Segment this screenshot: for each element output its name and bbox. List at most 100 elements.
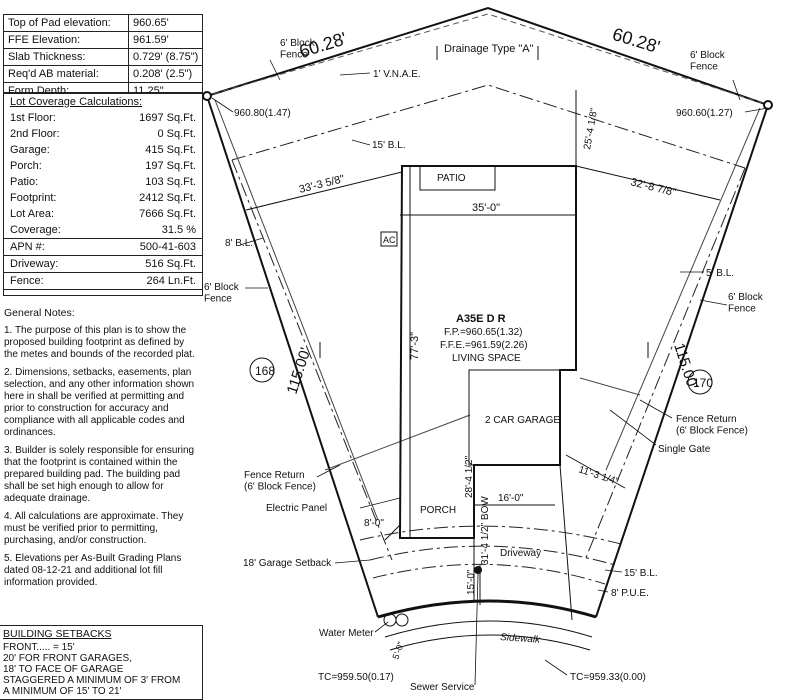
lot-coverage-row: Fence:264 Ln.Ft. [4,273,202,290]
pad-info-table: Top of Pad elevation:960.65'FFE Elevatio… [3,14,203,100]
leader-elev-right [744,107,769,113]
lot-coverage-value: 516 Sq.Ft. [145,258,196,270]
rear-fence-line [212,13,763,104]
lot-coverage-rows: 1st Floor: 1697 Sq.Ft. 2nd Floor: 0 Sq.Ft. G… [4,110,202,290]
drainage-arrows [319,46,649,358]
lot-coverage-value: 415 Sq.Ft. [145,144,196,156]
lot-coverage-label: 2nd Floor: [10,128,60,140]
lot-168-label: 168 [255,364,275,378]
setback-line: 18' TO FACE OF GARAGE [3,664,124,675]
lot-coverage-row: Coverage:31.5 % [4,222,202,239]
dim-33-line [245,171,403,211]
lot-coverage-value: 197 Sq.Ft. [145,160,196,172]
left-boundary [206,95,379,618]
setback-line: 20' FOR FRONT GARAGES, [3,653,132,664]
lot-coverage-value: 0 Sq.Ft. [157,128,196,140]
patio-label: PATIO [437,173,466,184]
water-meter-icon [383,613,397,627]
lot-coverage-row: APN #: 500-41-603 [4,239,202,256]
pad-info-label: Slab Thickness: [4,49,129,66]
leader-block-fence-tr [732,79,741,101]
lot-coverage-row: 1st Floor: 1697 Sq.Ft. [4,110,202,126]
fp-label: F.P.=960.65(1.32) [444,327,523,338]
plan-name-label: A35E D R [456,313,506,325]
house-outline [398,165,577,539]
lot-coverage-label: APN #: [10,241,45,253]
pue-line [372,563,606,585]
dim-35-label: 35'-0" [472,202,500,214]
general-note: 3. Builder is solely responsible for ens… [4,445,195,504]
lot-coverage-label: 1st Floor: [10,112,56,124]
lot-168-circle [249,357,275,383]
garage-outline [468,369,561,466]
lot-coverage-label: Garage: [10,144,50,156]
building-details [245,90,721,621]
garage-setback-label: 18' Garage Setback [243,558,332,569]
pad-info-value: 0.208' (2.5") [129,66,203,83]
lot-coverage-value: 31.5 % [161,224,196,236]
water-valve-icon [395,613,409,627]
rear-boundary [206,6,769,106]
leader-rear-bl [351,139,371,146]
curb-line [389,634,591,651]
building-footprint [398,165,577,539]
right-fence-return [579,377,641,396]
side-bl-left-label: 8' B.L. [225,238,253,249]
electric-panel-label: Electric Panel [266,503,327,514]
rear-setback-line [231,84,746,169]
building-setbacks-panel: BUILDING SETBACKS FRONT..... = 15'20' FO… [0,625,203,700]
setback-lines [231,84,746,585]
lot-170-label: 170 [693,376,713,390]
lot-coverage-label: Lot Area: [10,208,55,220]
dim-77-label: 77'-3" [409,332,421,360]
water-meter-label: Water Meter [319,628,374,639]
side-left-dim: 115.00' [284,346,315,397]
corner-marker-left [202,91,212,101]
lot-coverage-value: 7666 Sq.Ft. [139,208,196,220]
single-gate-label: Single Gate [658,444,711,455]
garage-setback-line [359,525,626,546]
leader-single-gate [609,409,657,446]
front-boundary [377,599,597,619]
lot-coverage-row: Footprint:2412 Sq.Ft. [4,190,202,206]
rear-bl-label: 15' B.L. [372,140,406,151]
ac-box [380,231,398,247]
vnae-label: 1' V.N.A.E. [373,69,421,80]
leader-pue [597,589,609,593]
right-fence [605,107,761,471]
leader-fence-return-left [316,464,341,478]
dim-8-line [384,524,401,541]
setback-line: STAGGERED A MINIMUM OF 3' FROM [3,675,181,686]
dim-5-label: 5'-0" [390,640,406,660]
right-boundary [595,104,769,618]
dim-25-label: 25'-4 1/8" [582,107,600,151]
general-note: 1. The purpose of this plan is to show t… [4,325,195,360]
leader-front-bl [604,569,623,573]
left-fence [214,99,379,521]
lot-coverage-value: 500-41-603 [139,241,196,253]
lot-boundary [206,6,769,618]
lot-coverage-row: Driveway:516 Sq.Ft. [4,256,202,273]
leader-electric-panel [359,497,401,509]
dim-32-line [575,165,721,201]
dim-32-label: 32'-8 7/8" [629,176,677,199]
ac-label: AC [383,235,396,245]
driveway-right-edge [559,464,573,621]
general-notes-list: 1. The purpose of this plan is to show t… [0,325,203,589]
front-setback-line [369,545,616,566]
leader-block-fence-right [699,299,728,306]
lot-coverage-panel: Lot Coverage Calculations: 1st Floor:169… [3,93,203,296]
lot-coverage-value: 1697 Sq.Ft. [139,112,196,124]
pad-info-value: 960.65' [129,15,203,32]
pad-info-value: 0.729' (8.75") [129,49,203,66]
lot-coverage-row: Patio:103 Sq.Ft. [4,174,202,190]
lot-coverage-row: Garage: 415 Sq.Ft. [4,142,202,158]
lot-170-circle [687,369,713,395]
elev-right-label: 960.60(1.27) [676,108,733,119]
lot-coverage-row: Lot Area: 7666 Sq.Ft. [4,206,202,222]
tc-right-label: TC=959.33(0.00) [570,672,646,683]
dim-33-label: 33'-3 5/8" [298,173,346,196]
